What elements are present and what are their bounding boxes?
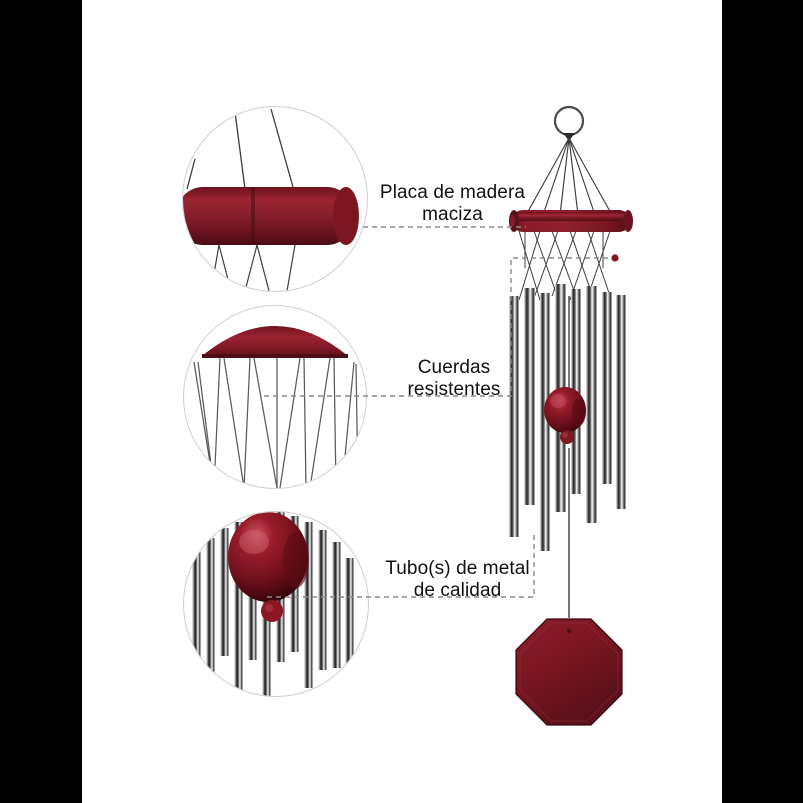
- top-suspension-cords: [525, 137, 613, 216]
- string-bead: [611, 254, 619, 262]
- left-letterbox-bar: [0, 0, 82, 803]
- callout-label-tubos-de-metal-de-calidad: Tubo(s) de metal de calidad: [385, 558, 530, 602]
- callout-label-cuerdas-resistentes: Cuerdas resistentes: [407, 357, 501, 401]
- tube-suspension-strings: [518, 230, 611, 301]
- product-illustration-canvas: Placa de madera maciza Cuerdas resistent…: [82, 0, 722, 803]
- hanging-ring: [553, 105, 585, 141]
- octagonal-wind-sail: [515, 618, 623, 726]
- right-letterbox-bar: [722, 0, 803, 803]
- inset-strings: [183, 305, 367, 489]
- inset-tubes: [183, 511, 369, 697]
- inset-wood-plate: [182, 106, 368, 292]
- metal-tubes: [509, 284, 626, 551]
- striker-ball: [544, 387, 586, 444]
- callout-label-placa-de-madera-maciza: Placa de madera maciza: [379, 182, 526, 226]
